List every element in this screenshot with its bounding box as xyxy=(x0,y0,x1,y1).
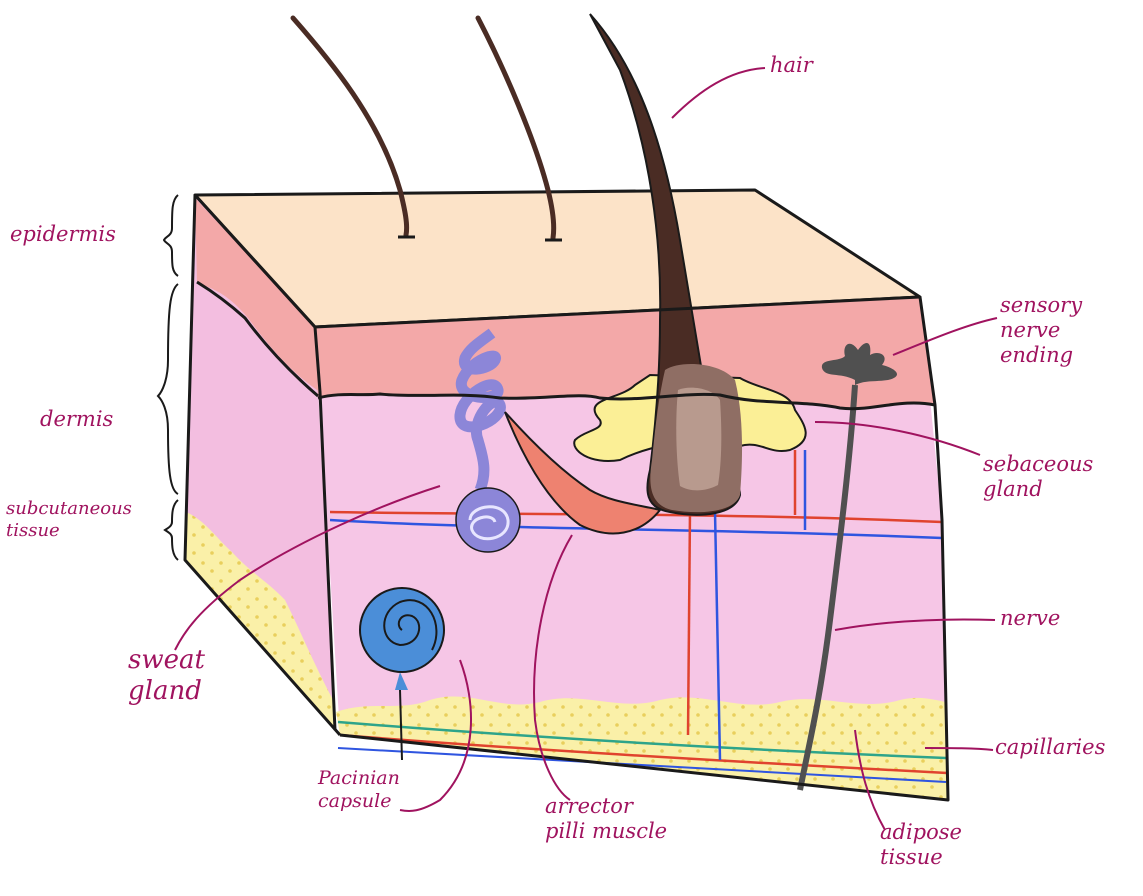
label-subcutaneous-tissue: subcutaneous tissue xyxy=(6,498,132,542)
label-sweat-gland: sweat gland xyxy=(128,645,205,707)
label-epidermis: epidermis xyxy=(10,222,116,247)
label-adipose-tissue: adipose tissue xyxy=(880,820,962,870)
layer-braces xyxy=(158,195,178,560)
label-pacinian-capsule: Pacinian capsule xyxy=(318,767,400,813)
label-arrector-pili-muscle: arrector pilli muscle xyxy=(545,794,667,844)
label-sensory-nerve-ending: sensory nerve ending xyxy=(1000,293,1082,368)
label-nerve: nerve xyxy=(1000,606,1060,631)
label-capillaries: capillaries xyxy=(995,735,1105,760)
label-dermis: dermis xyxy=(40,407,113,432)
label-sebaceous-gland: sebaceous gland xyxy=(983,452,1093,502)
label-hair: hair xyxy=(770,53,813,78)
